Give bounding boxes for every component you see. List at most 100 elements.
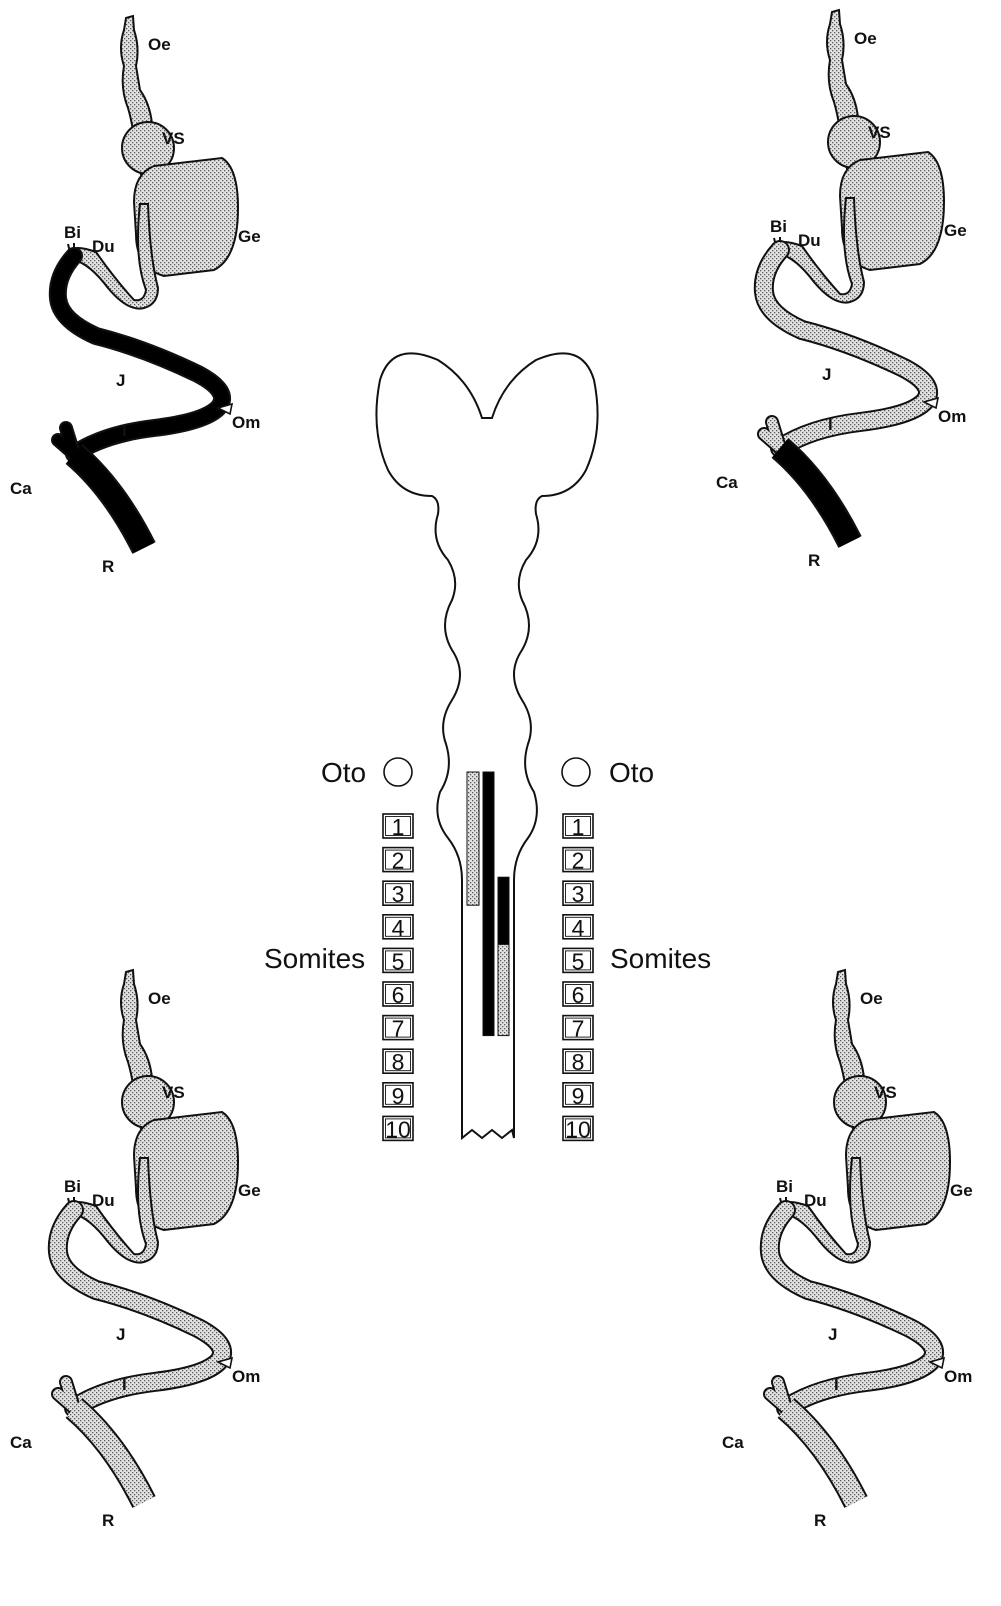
somite-box-right: 3 bbox=[563, 881, 593, 907]
gut-label-oesophagus: Oe bbox=[854, 29, 877, 48]
gut-label-vormagen: VS bbox=[874, 1083, 897, 1102]
somite-number: 5 bbox=[392, 948, 405, 974]
gut-label-duodenum: Du bbox=[92, 1191, 115, 1210]
gut-label-oesophagus: Oe bbox=[148, 35, 171, 54]
gut-label-duodenum: Du bbox=[804, 1191, 827, 1210]
somite-box-left: 1 bbox=[383, 814, 413, 840]
somite-number: 4 bbox=[392, 915, 405, 941]
rectum-shape bbox=[786, 1408, 856, 1502]
otic-vesicle-right bbox=[562, 758, 590, 786]
somite-number: 1 bbox=[572, 814, 585, 840]
gut-label-gizzard: Ge bbox=[950, 1181, 973, 1200]
somite-box-left: 4 bbox=[383, 915, 413, 941]
gut-label-bile_duct: Bi bbox=[770, 217, 787, 236]
gut-label-caeca: Ca bbox=[10, 1433, 32, 1452]
somite-number: 10 bbox=[385, 1116, 411, 1142]
gut-label-vormagen: VS bbox=[162, 129, 185, 148]
gut-label-rectum: R bbox=[102, 1511, 114, 1530]
gut-label-bile_duct: Bi bbox=[776, 1177, 793, 1196]
gut-label-caeca: Ca bbox=[10, 479, 32, 498]
gut-label-caeca: Ca bbox=[722, 1433, 744, 1452]
somites-label-right: Somites bbox=[610, 943, 711, 974]
gut-label-rectum: R bbox=[808, 551, 820, 570]
somite-number: 10 bbox=[565, 1116, 591, 1142]
stomach-group bbox=[68, 970, 238, 1263]
gut-panel-bottom-right bbox=[770, 970, 950, 1502]
somite-number: 4 bbox=[572, 915, 585, 941]
somite-number: 3 bbox=[392, 881, 405, 907]
somite-box-right: 8 bbox=[563, 1049, 593, 1075]
somite-number: 1 bbox=[392, 814, 405, 840]
gut-label-jejunum: J bbox=[822, 365, 831, 384]
gut-label-rectum: R bbox=[102, 557, 114, 576]
intestine-shape bbox=[58, 1210, 222, 1408]
gut-label-bile_duct: Bi bbox=[64, 1177, 81, 1196]
gut-label-jejunum: J bbox=[828, 1325, 837, 1344]
somite-box-left: 7 bbox=[383, 1016, 413, 1042]
gut-label-ileum: I bbox=[834, 1375, 839, 1394]
somite-box-left: 8 bbox=[383, 1049, 413, 1075]
rectum-shape bbox=[74, 1408, 144, 1502]
oto-label-right: Oto bbox=[609, 757, 654, 788]
somite-number: 5 bbox=[572, 948, 585, 974]
intestine-shape bbox=[770, 1210, 934, 1408]
gut-label-ileum: I bbox=[122, 421, 127, 440]
somite-box-right: 6 bbox=[563, 982, 593, 1008]
gut-label-bile_duct: Bi bbox=[64, 223, 81, 242]
gut-label-ileum: I bbox=[828, 415, 833, 434]
somite-number: 6 bbox=[572, 982, 585, 1008]
otic-vesicle-left bbox=[384, 758, 412, 786]
gut-label-ileum: I bbox=[122, 1375, 127, 1394]
somite-number: 9 bbox=[392, 1083, 405, 1109]
rectum-shape bbox=[780, 448, 850, 542]
intestine-shape bbox=[58, 256, 222, 454]
somite-number: 7 bbox=[572, 1016, 585, 1042]
somite-box-left: 10 bbox=[383, 1116, 413, 1142]
somite-box-left: 2 bbox=[383, 848, 413, 874]
gut-label-omphalomesenteric: Om bbox=[944, 1367, 972, 1386]
somite-box-left: 3 bbox=[383, 881, 413, 907]
gut-label-caeca: Ca bbox=[716, 473, 738, 492]
gut-label-omphalomesenteric: Om bbox=[232, 413, 260, 432]
gut-panel-top-right bbox=[764, 10, 944, 542]
gut-label-vormagen: VS bbox=[162, 1083, 185, 1102]
graft-bar-stippled bbox=[498, 944, 509, 1035]
gut-label-jejunum: J bbox=[116, 1325, 125, 1344]
somite-box-left: 6 bbox=[383, 982, 413, 1008]
somite-number: 2 bbox=[392, 848, 405, 874]
somite-box-left: 9 bbox=[383, 1083, 413, 1109]
gut-label-omphalomesenteric: Om bbox=[232, 1367, 260, 1386]
gut-label-rectum: R bbox=[814, 1511, 826, 1530]
somite-box-right: 7 bbox=[563, 1016, 593, 1042]
somite-box-right: 4 bbox=[563, 915, 593, 941]
somite-box-right: 9 bbox=[563, 1083, 593, 1109]
stomach-group bbox=[780, 970, 950, 1263]
somite-number: 7 bbox=[392, 1016, 405, 1042]
somite-box-right: 10 bbox=[563, 1116, 593, 1142]
gut-label-gizzard: Ge bbox=[238, 1181, 261, 1200]
graft-bar-solid bbox=[483, 772, 494, 1036]
somite-box-left: 5 bbox=[383, 948, 413, 974]
somite-number: 8 bbox=[572, 1049, 585, 1075]
somite-number: 8 bbox=[392, 1049, 405, 1075]
somite-number: 3 bbox=[572, 881, 585, 907]
somites-label-left: Somites bbox=[264, 943, 365, 974]
gut-label-vormagen: VS bbox=[868, 123, 891, 142]
gut-panel-top-left bbox=[58, 16, 238, 548]
graft-bar-stippled bbox=[467, 772, 479, 905]
rectum-shape bbox=[74, 454, 144, 548]
somite-number: 6 bbox=[392, 982, 405, 1008]
somite-box-right: 5 bbox=[563, 948, 593, 974]
stomach-group bbox=[774, 10, 944, 303]
gut-label-duodenum: Du bbox=[798, 231, 821, 250]
gut-label-duodenum: Du bbox=[92, 237, 115, 256]
stomach-group bbox=[68, 16, 238, 309]
somite-box-right: 1 bbox=[563, 814, 593, 840]
somite-box-right: 2 bbox=[563, 848, 593, 874]
gut-label-omphalomesenteric: Om bbox=[938, 407, 966, 426]
somite-number: 2 bbox=[572, 848, 585, 874]
gut-panel-bottom-left bbox=[58, 970, 238, 1502]
gut-label-oesophagus: Oe bbox=[148, 989, 171, 1008]
